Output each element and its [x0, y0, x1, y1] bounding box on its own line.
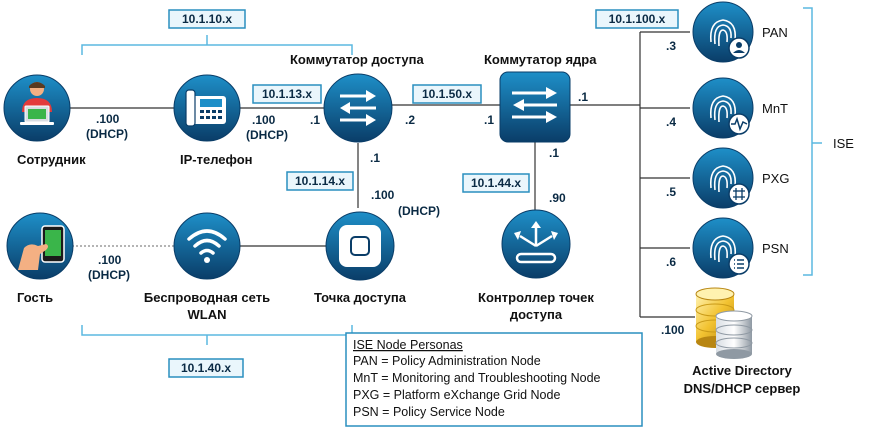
fingerprint-icon: [709, 165, 737, 193]
bottom-bracket: [81, 325, 353, 345]
employee-icon: [20, 82, 54, 125]
legend-line: PAN = Policy Administration Node: [353, 354, 541, 368]
top-bracket: [81, 35, 353, 55]
ap-ip: .100: [371, 188, 395, 202]
mnt-label: MnT: [762, 101, 788, 116]
ad-ip: .100: [661, 323, 685, 337]
subnet-top: 10.1.10.x: [168, 9, 246, 29]
pxg-label: PXG: [762, 171, 789, 186]
core-switch-node: [499, 71, 571, 143]
interface-labels: .100 (DHCP) .100 (DHCP) .1 .2 .1 .100 (D…: [86, 39, 685, 337]
employee-label: Сотрудник: [17, 152, 86, 167]
admin-badge-icon: [728, 37, 750, 59]
grid-badge-icon: [728, 183, 750, 205]
phone-ip: .100: [252, 113, 276, 127]
employee-dhcp: (DHCP): [86, 127, 128, 141]
ip-phone-label: IP-телефон: [180, 152, 253, 167]
guest-ip: .100: [98, 253, 122, 267]
links: [69, 31, 695, 318]
ip-phone-node: [173, 74, 241, 142]
phone-icon: [185, 89, 226, 127]
subnet-access-core: 10.1.50.x: [412, 84, 482, 104]
employee-ip: .100: [96, 112, 120, 126]
svg-text:10.1.50.x: 10.1.50.x: [422, 87, 472, 101]
svg-text:10.1.14.x: 10.1.14.x: [295, 174, 345, 188]
legend-title: ISE Node Personas: [353, 338, 463, 352]
fingerprint-icon: [709, 95, 737, 123]
subnet-ise: 10.1.100.x: [595, 9, 679, 29]
access-switch-node: [323, 73, 393, 143]
wlan-label-line1: Беспроводная сеть: [144, 290, 270, 305]
core-right-ip: .1: [578, 90, 588, 104]
wlc-node: [501, 209, 571, 279]
wlan-node: [173, 212, 241, 280]
ise-pan-node: [692, 1, 754, 63]
ise-label: ISE: [833, 136, 854, 151]
pxg-ip: .5: [666, 185, 676, 199]
legend-line: PXG = Platform eXchange Grid Node: [353, 388, 560, 402]
wifi-icon: [187, 229, 227, 255]
subnet-core-wlc: 10.1.44.x: [462, 173, 530, 193]
wlc-label-line2: доступа: [510, 307, 563, 322]
pan-ip: .3: [666, 39, 676, 53]
subnet-access-ap: 10.1.14.x: [286, 171, 354, 191]
list-badge-icon: [728, 253, 750, 275]
wlc-ip: .90: [549, 191, 566, 205]
switch-down-ip: .1: [370, 151, 380, 165]
core-switch-label: Коммутатор ядра: [484, 52, 597, 67]
guest-node: [6, 212, 74, 280]
subnet-bottom: 10.1.40.x: [168, 358, 244, 378]
svg-text:10.1.100.x: 10.1.100.x: [609, 12, 666, 26]
switch-left-ip: .1: [310, 113, 320, 127]
access-point-label: Точка доступа: [314, 290, 407, 305]
wlan-label-line2: WLAN: [188, 307, 227, 322]
core-left-ip: .1: [484, 113, 494, 127]
smartphone-icon: [18, 225, 65, 270]
guest-dhcp: (DHCP): [88, 268, 130, 282]
ise-psn-node: [692, 217, 754, 279]
psn-ip: .6: [666, 255, 676, 269]
svg-text:10.1.13.x: 10.1.13.x: [262, 87, 312, 101]
legend-box: ISE Node Personas PAN = Policy Administr…: [345, 332, 643, 427]
monitoring-badge-icon: [728, 113, 750, 135]
legend-line: PSN = Policy Service Node: [353, 405, 505, 419]
access-point-node: [325, 211, 395, 281]
svg-text:10.1.10.x: 10.1.10.x: [182, 12, 232, 26]
core-switch-arrows-icon: [512, 87, 557, 123]
ap-dhcp: (DHCP): [398, 204, 440, 218]
switch-arrows-icon: [340, 90, 376, 126]
employee-node: [3, 74, 71, 142]
subnet-access-switch: 10.1.13.x: [252, 84, 322, 104]
pan-label: PAN: [762, 25, 788, 40]
phone-dhcp: (DHCP): [246, 128, 288, 142]
wlc-label-line1: Контроллер точек: [478, 290, 594, 305]
switch-right-ip: .2: [405, 113, 415, 127]
legend-line: MnT = Monitoring and Troubleshooting Nod…: [353, 371, 601, 385]
fingerprint-icon: [709, 19, 737, 47]
wlc-icon: [514, 221, 558, 264]
ise-pxg-node: [692, 147, 754, 209]
access-point-icon: [339, 225, 381, 267]
ise-bracket: [803, 7, 822, 276]
ad-label-line2: DNS/DHCP сервер: [684, 381, 801, 396]
access-switch-label: Коммутатор доступа: [290, 52, 424, 67]
ise-mnt-node: [692, 77, 754, 139]
guest-label: Гость: [17, 290, 53, 305]
ad-label-line1: Active Directory: [692, 363, 792, 378]
svg-text:10.1.40.x: 10.1.40.x: [181, 361, 231, 375]
mnt-ip: .4: [666, 115, 676, 129]
svg-text:10.1.44.x: 10.1.44.x: [471, 176, 521, 190]
database-icon: [695, 287, 753, 359]
fingerprint-icon: [709, 235, 737, 263]
psn-label: PSN: [762, 241, 789, 256]
core-down-ip: .1: [549, 146, 559, 160]
